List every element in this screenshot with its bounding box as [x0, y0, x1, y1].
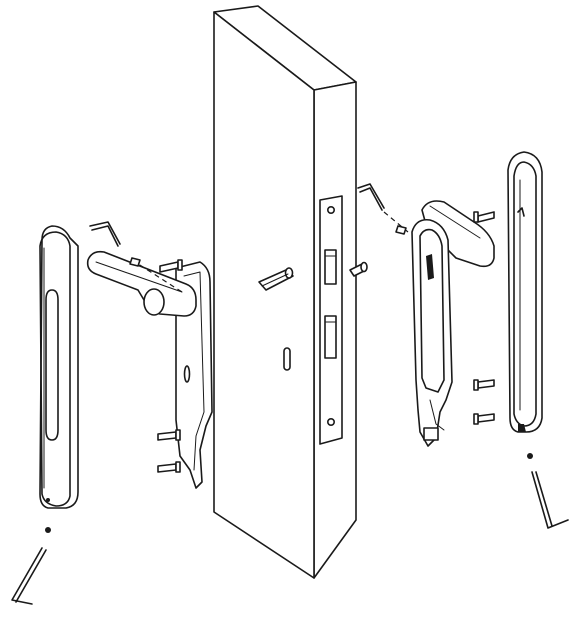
left-grub-screw	[129, 257, 141, 267]
left-set-screw	[45, 527, 51, 533]
right-cover-plate-outer	[507, 151, 543, 433]
mortise-faceplate	[319, 195, 343, 445]
left-cover-plate	[39, 225, 79, 509]
faceplate-screw-bottom	[326, 417, 335, 426]
left-lever-handle	[86, 250, 197, 317]
left-screw-bottom	[157, 461, 181, 473]
left-screw-mid	[157, 429, 181, 441]
left-allen-key-upper	[89, 221, 121, 247]
faceplate-screw-top	[326, 206, 335, 215]
right-spring-module	[426, 254, 434, 280]
right-cover-plate	[507, 151, 543, 433]
latch-bolt-window	[324, 249, 337, 285]
right-cover-plate-inner	[513, 161, 537, 427]
right-lever-handle	[421, 200, 495, 268]
deadbolt-window	[324, 315, 337, 359]
left-backplate-keyhole	[183, 365, 191, 383]
right-screw-top	[473, 211, 495, 223]
left-lever-rose	[143, 288, 165, 316]
cover-plate-inner-rim	[39, 231, 71, 507]
cover-plate-outer	[39, 225, 79, 509]
left-alignment-line	[131, 259, 183, 293]
door-front-face	[213, 11, 315, 579]
right-backplate	[411, 218, 453, 447]
spindle-hole	[283, 347, 291, 371]
left-handle-assembly	[86, 250, 213, 489]
cover-plate-screw-hole	[46, 498, 50, 502]
left-screw-top	[159, 259, 183, 273]
right-allen-key-lower	[531, 471, 569, 529]
right-set-screw	[527, 453, 533, 459]
left-backplate	[175, 261, 213, 489]
cover-plate-recess	[45, 289, 59, 441]
right-allen-key-upper	[357, 183, 385, 211]
right-cover-plate-notch	[517, 207, 525, 217]
left-allen-key-lower	[11, 547, 47, 605]
right-cover-plate-screw-hole	[518, 424, 526, 432]
right-screw-bottom	[473, 413, 495, 425]
right-handle-assembly	[411, 200, 495, 447]
spindle-right	[349, 261, 368, 277]
spindle-left	[258, 267, 294, 291]
right-screw-mid	[473, 379, 495, 391]
right-backplate-inner	[419, 228, 445, 393]
right-backplate-clip	[423, 427, 439, 441]
right-grub-screw	[395, 225, 407, 235]
